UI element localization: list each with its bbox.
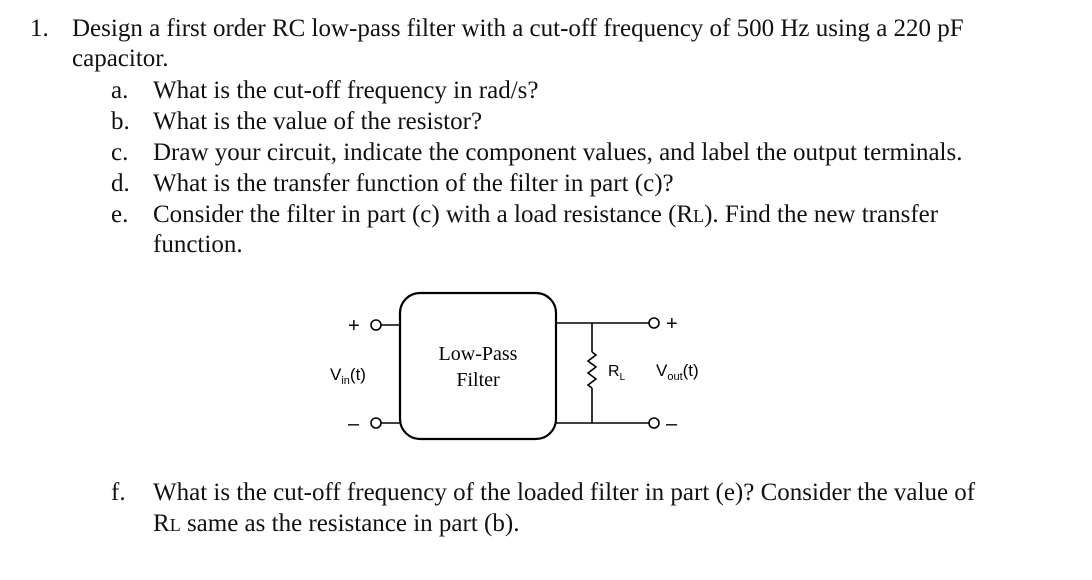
low-pass-filter-block xyxy=(398,291,558,441)
part-e-text-after: ). Find the new transfer xyxy=(704,201,939,228)
vin-tail: (t) xyxy=(350,365,366,384)
input-plus-sign: + xyxy=(348,315,360,337)
part-f-line-2-rest: same as the resistance in part (b). xyxy=(180,510,520,537)
vout-label: Vout(t) xyxy=(656,361,699,383)
vout-main: V xyxy=(656,361,668,380)
part-e-subscript: L xyxy=(693,206,705,226)
problem-number: 1. xyxy=(30,15,49,42)
part-d-label: d. xyxy=(111,170,130,197)
part-e-label: e. xyxy=(111,201,129,228)
part-c-text: Draw your circuit, indicate the componen… xyxy=(153,139,963,166)
part-f-line-2: RL same as the resistance in part (b). xyxy=(153,509,519,540)
input-negative-terminal[interactable] xyxy=(370,417,382,429)
rl-sub: L xyxy=(620,372,626,383)
part-f-line-1: What is the cut-off frequency of the loa… xyxy=(153,479,976,506)
part-e-text: Consider the filter in part (c) with a l… xyxy=(153,200,938,231)
problem-statement-line-1: Design a first order RC low-pass filter … xyxy=(72,15,964,42)
vin-main: V xyxy=(330,365,342,384)
output-negative-terminal[interactable] xyxy=(648,417,660,429)
problem-statement-line-2: capacitor. xyxy=(72,45,169,72)
input-minus-sign: – xyxy=(348,413,360,435)
rl-label: RL xyxy=(608,363,626,383)
part-c-label: c. xyxy=(111,139,129,166)
filter-label-line-2: Filter xyxy=(456,369,500,391)
part-e-line-2: function. xyxy=(153,231,243,258)
part-e-text-before: Consider the filter in part (c) with a l… xyxy=(153,201,694,228)
part-b-text: What is the value of the resistor? xyxy=(153,108,483,135)
part-d-text: What is the transfer function of the fil… xyxy=(153,170,674,197)
filter-label-line-1: Low-Pass xyxy=(439,343,518,365)
output-plus-sign: + xyxy=(666,313,678,335)
rl-main: R xyxy=(608,363,620,380)
part-f-r-main: R xyxy=(153,510,170,537)
part-a-label: a. xyxy=(111,77,129,104)
load-resistor-zigzag xyxy=(586,351,598,389)
part-b-label: b. xyxy=(111,108,130,135)
part-a-text: What is the cut-off frequency in rad/s? xyxy=(153,77,539,104)
vin-label: Vin(t) xyxy=(330,365,366,387)
output-minus-sign: – xyxy=(666,413,678,435)
vout-sub: out xyxy=(667,371,682,383)
output-positive-terminal[interactable] xyxy=(648,317,660,329)
vin-sub: in xyxy=(341,375,350,387)
part-f-r-sub: L xyxy=(169,515,181,535)
vout-tail: (t) xyxy=(683,361,699,380)
input-positive-terminal[interactable] xyxy=(370,319,382,331)
part-f-label: f. xyxy=(111,479,126,506)
